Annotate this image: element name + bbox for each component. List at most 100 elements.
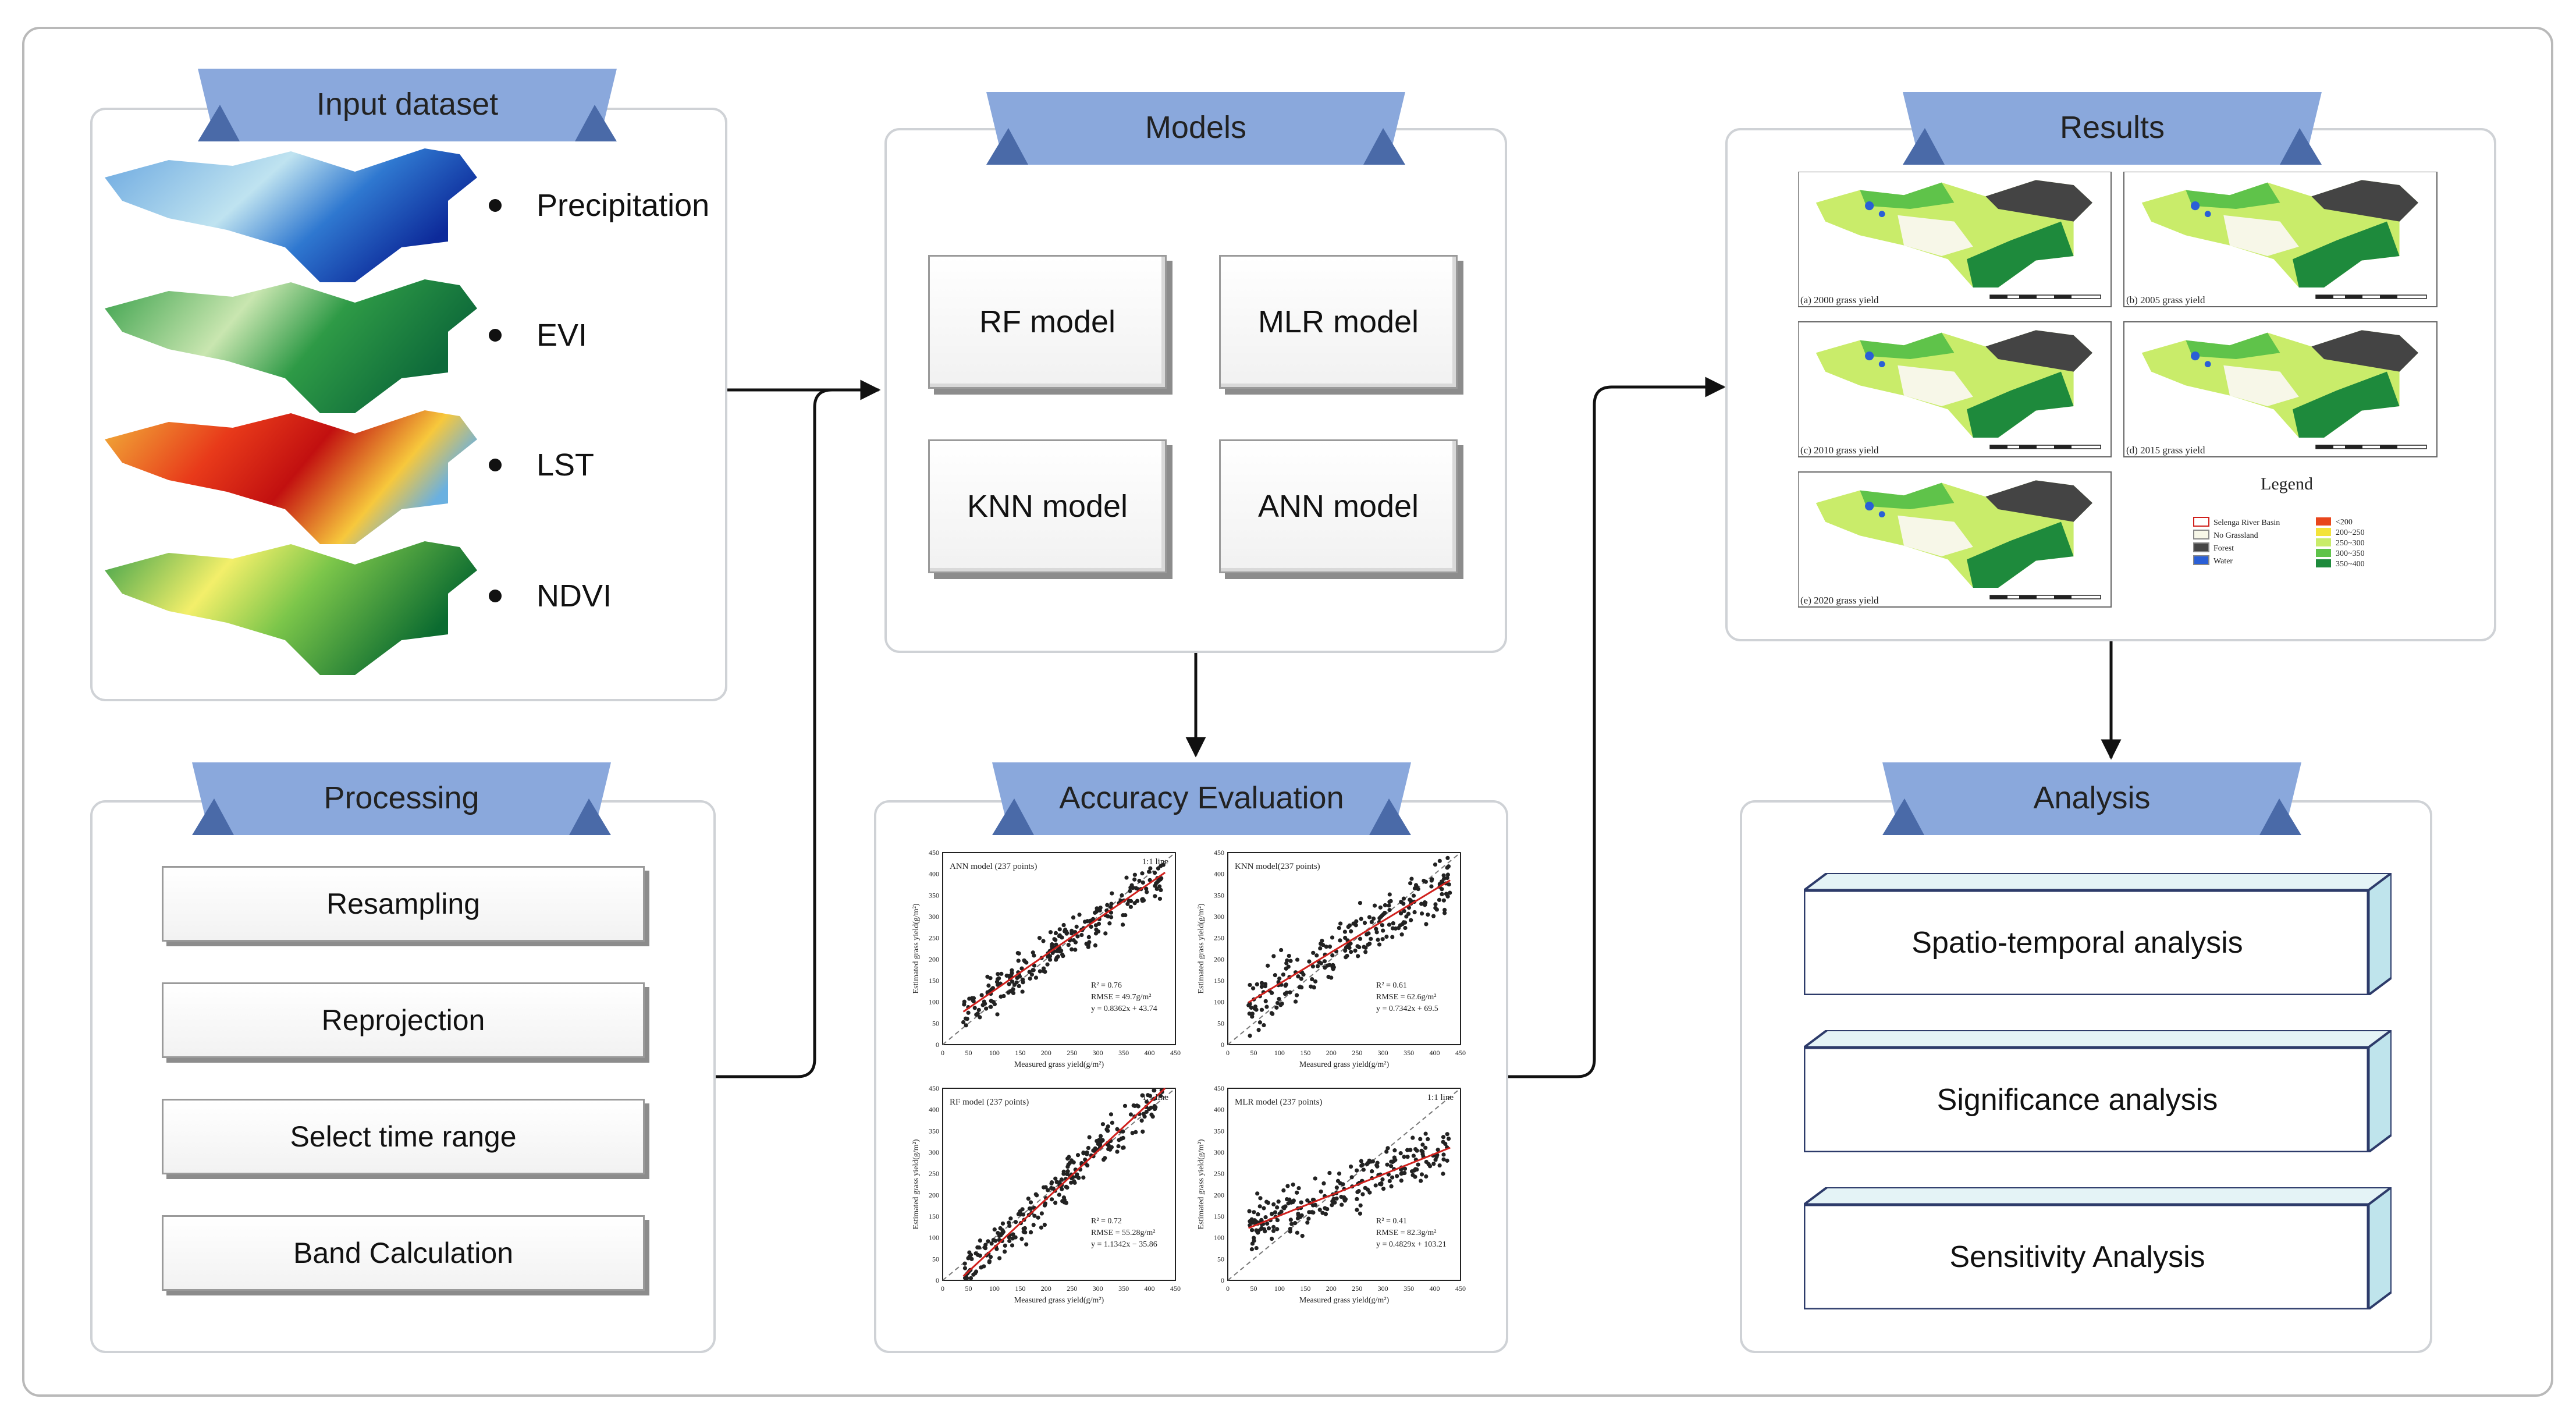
no-grassland-area: [1898, 365, 1973, 406]
results-banner: Results: [1903, 92, 2322, 165]
bullet-icon: [489, 590, 502, 602]
input-item-label: Precipitation: [536, 188, 710, 223]
data-point: [1369, 920, 1374, 924]
data-point: [989, 999, 993, 1003]
data-point: [1121, 1129, 1125, 1134]
data-point: [1445, 872, 1450, 877]
legend-swatch: [2316, 559, 2331, 567]
data-point: [1031, 1223, 1036, 1227]
data-point: [962, 1276, 968, 1280]
data-point: [1001, 993, 1006, 999]
legend-label: 200~250: [2336, 528, 2365, 537]
data-point: [1263, 999, 1268, 1003]
data-point: [1389, 1164, 1394, 1169]
data-point: [1380, 923, 1385, 928]
data-point: [1411, 1153, 1416, 1158]
forest-area: [1985, 180, 2092, 222]
data-point: [1057, 1192, 1061, 1197]
data-point: [1128, 1112, 1134, 1117]
data-point: [1288, 1229, 1292, 1234]
data-point: [1370, 1169, 1374, 1174]
data-point: [1441, 1172, 1445, 1176]
y-tick-label: 100: [1214, 998, 1224, 1006]
plot-stat: y = 0.4829x + 103.21: [1376, 1240, 1447, 1249]
data-point: [1252, 1220, 1257, 1225]
no-grassland-area: [2223, 365, 2299, 406]
data-point: [1108, 1112, 1114, 1117]
data-point: [1446, 1137, 1451, 1141]
data-point: [1380, 937, 1385, 942]
data-point: [1299, 977, 1303, 981]
data-point: [1322, 959, 1327, 964]
data-point: [961, 1020, 966, 1025]
input-item-label: NDVI: [536, 578, 612, 613]
data-point: [1271, 1202, 1276, 1207]
data-point: [964, 1023, 968, 1028]
data-point: [1249, 1247, 1255, 1252]
data-point: [1096, 929, 1101, 934]
data-point: [1086, 1145, 1091, 1151]
data-point: [1293, 999, 1298, 1004]
scale-bar-segment: [1990, 295, 2007, 299]
data-point: [1360, 1192, 1365, 1197]
forest-area: [1985, 330, 2092, 372]
data-point: [1271, 954, 1276, 959]
data-point: [1423, 1145, 1428, 1150]
data-point: [1442, 907, 1447, 913]
fit-line: [962, 872, 1166, 1013]
data-point: [1259, 984, 1264, 989]
data-point: [1115, 1127, 1120, 1131]
data-point: [1358, 936, 1363, 941]
data-point: [1418, 1137, 1423, 1141]
plot-title: KNN model(237 points): [1235, 862, 1320, 871]
data-point: [1426, 913, 1430, 917]
data-point: [1411, 893, 1416, 898]
y-tick-label: 200: [1214, 955, 1224, 963]
data-point: [1284, 982, 1288, 987]
data-point: [1320, 939, 1324, 943]
data-point: [1033, 1192, 1038, 1197]
data-point: [1348, 1164, 1353, 1169]
analysis-label: Spatio-temporal analysis: [1911, 926, 2243, 960]
plot-stat: y = 0.7342x + 69.5: [1376, 1004, 1438, 1013]
data-point: [1019, 966, 1024, 971]
data-point: [1257, 1204, 1262, 1209]
data-point: [1445, 1158, 1449, 1163]
arrow-processing-to-models: [715, 388, 833, 1078]
mid-yield-area: [1860, 182, 1955, 209]
data-point: [1100, 1138, 1105, 1142]
data-point: [1361, 1167, 1366, 1172]
data-point: [1064, 1184, 1068, 1189]
scale-bar-segment: [1990, 445, 2007, 449]
water-body: [1865, 502, 1874, 511]
result-map: (d) 2015 grass yield: [2123, 321, 2438, 457]
legend-swatch: [2316, 538, 2331, 546]
scale-bar-segment: [2316, 445, 2333, 449]
y-tick-label: 300: [1214, 913, 1224, 921]
data-point: [1343, 948, 1348, 953]
data-point: [1032, 953, 1036, 958]
data-point: [1121, 913, 1125, 918]
x-tick-label: 100: [1274, 1049, 1285, 1057]
data-point: [1003, 1243, 1007, 1248]
y-tick-label: 50: [1217, 1019, 1224, 1027]
data-point: [1446, 864, 1451, 869]
x-tick-label: 0: [1226, 1284, 1230, 1293]
data-point: [1016, 959, 1021, 963]
data-point: [1331, 967, 1335, 971]
data-point: [1007, 974, 1011, 978]
data-point: [1440, 879, 1444, 884]
result-map: (b) 2005 grass yield: [2123, 172, 2438, 307]
data-point: [1433, 902, 1438, 907]
data-point: [986, 983, 991, 988]
data-point: [1053, 931, 1058, 935]
scale-bar-segment: [2019, 595, 2037, 599]
banner-shape: [192, 762, 611, 835]
data-point: [1275, 1217, 1280, 1223]
data-point: [1266, 963, 1270, 968]
plot-stat: R² = 0.72: [1091, 1217, 1122, 1226]
analysis-title: Analysis: [2033, 780, 2151, 815]
data-point: [1103, 1156, 1107, 1160]
data-point: [1327, 944, 1333, 949]
results-title: Results: [2059, 110, 2165, 145]
